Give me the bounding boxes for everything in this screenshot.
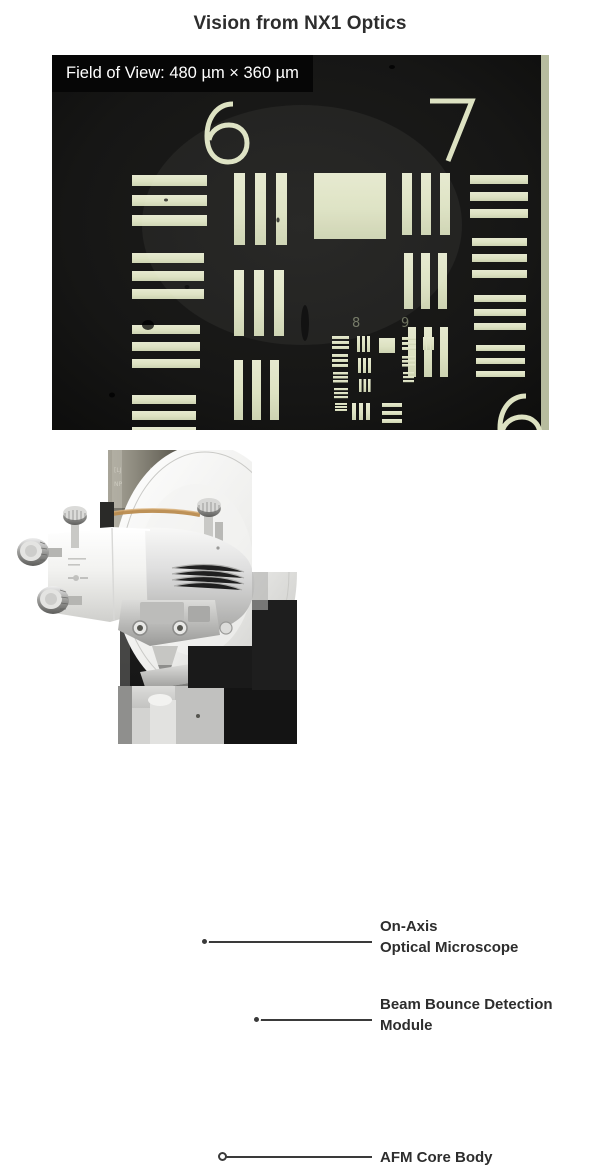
instrument-figure: [LJ NP IRS [0, 450, 600, 1166]
callout-label-afm-core-body: AFM Core Body [380, 1149, 493, 1166]
callout-dot-afm-core-body [218, 1152, 227, 1161]
svg-text:[LJ: [LJ [114, 467, 122, 474]
callout-label-on-axis-optical-microscope: On-Axis Optical Microscope [380, 918, 519, 956]
afm-head-photograph: [LJ NP IRS [0, 450, 305, 744]
callout-line-afm-core-body [223, 1156, 372, 1158]
svg-text:8: 8 [352, 316, 360, 331]
usaf-resolution-target-image: 8 9 [52, 55, 549, 430]
callout-line-on-axis-optical-microscope [205, 941, 372, 943]
callout-dot-on-axis-optical-microscope [200, 937, 209, 946]
field-of-view-overlay: Field of View: 480 µm × 360 µm [52, 55, 313, 92]
micrograph-figure: 8 9 Field of View: 480 µm × 360 µm [52, 55, 549, 430]
page-title: Vision from NX1 Optics [193, 13, 407, 34]
svg-text:9: 9 [401, 316, 409, 331]
callout-dot-beam-bounce-detection-module [252, 1015, 261, 1024]
callout-label-beam-bounce-detection-module: Beam Bounce Detection Module [380, 996, 553, 1034]
callout-line-beam-bounce-detection-module [257, 1019, 372, 1021]
svg-text:NP: NP [114, 481, 122, 488]
